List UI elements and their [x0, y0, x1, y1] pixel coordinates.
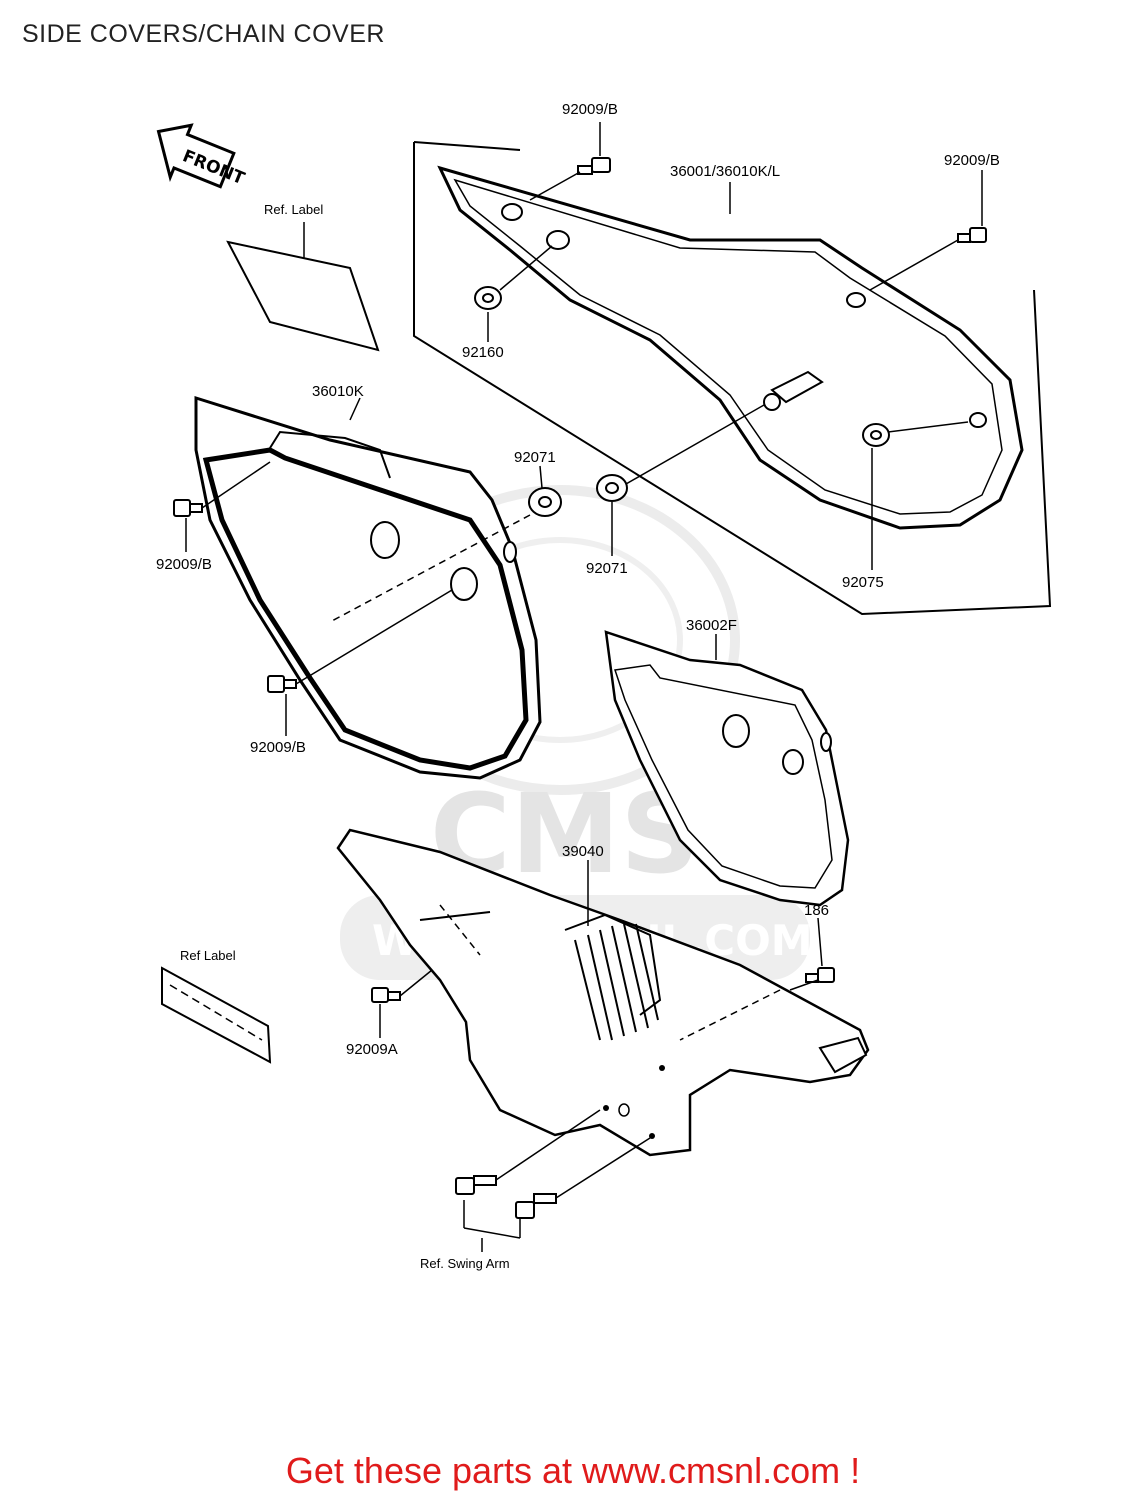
- ref-label-bottom-text: Ref Label: [180, 948, 236, 963]
- part-number: 92071: [514, 449, 556, 466]
- part-number: 92009/B: [944, 152, 1000, 169]
- part-number: 92071: [586, 560, 628, 577]
- side-cover-36010k: [194, 395, 542, 780]
- side-cover-36002f: [604, 630, 850, 907]
- bolt-icon: [173, 157, 987, 1219]
- chain-cover-39040: [336, 828, 870, 1157]
- page-title: SIDE COVERS/CHAIN COVER: [22, 20, 385, 48]
- ref-label-bottom: Ref Label: [161, 948, 272, 1064]
- part-number: 92009/B: [562, 101, 618, 118]
- part-number-labels: 92009/B 36001/36010K/L 92009/B 92160 360…: [156, 101, 1000, 1271]
- footer-link[interactable]: Get these parts at www.cmsnl.com !: [285, 1450, 861, 1491]
- grommet-icon: [474, 286, 890, 517]
- part-number: 92075: [842, 574, 884, 591]
- part-number: 36002F: [686, 617, 737, 634]
- part-number: 92009/B: [156, 556, 212, 573]
- ref-label-top-text: Ref. Label: [264, 202, 323, 217]
- dashed-lines: [329, 514, 781, 1041]
- leader-lines: [185, 122, 983, 1252]
- part-number: 186: [804, 902, 829, 919]
- ref-swing-arm-label: Ref. Swing Arm: [420, 1256, 510, 1271]
- front-arrow-icon: FRONT: [156, 123, 248, 189]
- ref-label-top: Ref. Label: [226, 202, 380, 352]
- side-cover-36001: [437, 165, 1024, 530]
- part-number: 92160: [462, 344, 504, 361]
- part-number: 36010K: [312, 383, 364, 400]
- part-number: 39040: [562, 843, 604, 860]
- part-number: 36001/36010K/L: [670, 163, 780, 180]
- parts-diagram: CMS WWW.CMSNL.COM FRONT Ref. Label: [156, 101, 1052, 1271]
- part-number: 92009/B: [250, 739, 306, 756]
- part-number: 92009A: [346, 1041, 398, 1058]
- assembly-bracket: [413, 141, 1052, 616]
